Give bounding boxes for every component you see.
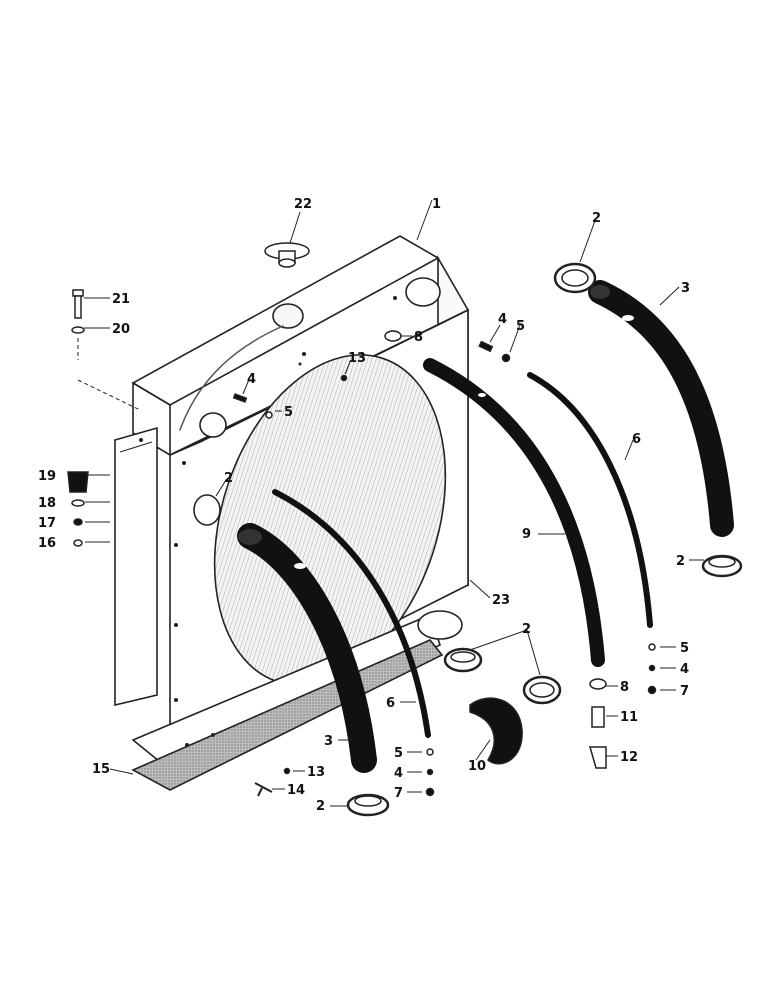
overflow-tube (179, 325, 284, 431)
stud-4-right (648, 664, 656, 672)
callout-18: 18 (38, 496, 56, 511)
callout-7-right: 7 (680, 684, 689, 699)
callout-5-rear: 5 (284, 405, 293, 420)
side-inlet (193, 494, 221, 526)
callout-4-top: 4 (498, 312, 507, 327)
clip-7-bottom (425, 787, 435, 797)
callout-7-bottom: 7 (394, 786, 403, 801)
callout-20: 20 (112, 322, 130, 337)
hose-6-left (272, 489, 431, 738)
radiator-mounting-pad (131, 639, 444, 791)
hose-clamp-2-bottom (346, 793, 390, 817)
elbow-hose-10 (469, 697, 523, 765)
hose-clamp-2-lower (522, 675, 562, 705)
washer-16 (73, 539, 83, 547)
callout-3-lower: 3 (324, 734, 333, 749)
leader-lines (77, 199, 704, 807)
hose-clamp-2-top (553, 262, 597, 294)
callout-16: 16 (38, 536, 56, 551)
callout-2-right: 2 (676, 554, 685, 569)
callout-3-top: 3 (681, 281, 690, 296)
elbow-12 (589, 746, 607, 769)
callout-labels: 22 1 2 3 21 20 4 5 8 13 4 5 6 19 2 18 17… (38, 197, 690, 814)
rear-inlet (199, 412, 227, 438)
stud-4-rear (232, 393, 248, 403)
callout-9: 9 (522, 527, 531, 542)
callout-17: 17 (38, 516, 56, 531)
callout-2-center: 2 (522, 622, 531, 637)
callout-13-top: 13 (348, 351, 366, 366)
radiator-cap-22 (264, 242, 310, 268)
callout-2-top: 2 (592, 211, 601, 226)
callout-23: 23 (492, 593, 510, 608)
callout-8-right: 8 (620, 680, 629, 695)
nut-5-right (648, 643, 656, 651)
callout-12: 12 (620, 750, 638, 765)
lockwasher-17 (73, 518, 83, 526)
hose-clamp-2-right (701, 554, 743, 578)
callout-5-right: 5 (680, 641, 689, 656)
callout-10: 10 (468, 759, 486, 774)
bolt-21 (72, 289, 84, 319)
callout-4-bottom: 4 (394, 766, 403, 781)
callout-5-bottom: 5 (394, 746, 403, 761)
stud-4-bottom (426, 768, 434, 776)
nut-5-rear (265, 411, 273, 419)
upper-outlet (405, 277, 441, 307)
washer-20 (71, 326, 85, 334)
clip-7-right (647, 685, 657, 695)
callout-4-right: 4 (680, 662, 689, 677)
fitting-11 (591, 706, 605, 728)
callout-5-top: 5 (516, 319, 525, 334)
stud-4-top (478, 340, 494, 353)
fitting-8-top (384, 330, 402, 342)
washer-18 (71, 499, 85, 507)
side-bracket-strip (114, 426, 158, 707)
callout-14: 14 (287, 783, 305, 798)
callout-2-bottom: 2 (316, 799, 325, 814)
callout-19: 19 (38, 469, 56, 484)
radiator-assembly (114, 235, 469, 791)
callout-1: 1 (432, 197, 441, 212)
hose-3-upper (588, 280, 734, 537)
callout-21: 21 (112, 292, 130, 307)
hose-3-lower (237, 523, 377, 773)
small-parts (67, 242, 743, 817)
plug-13-top (340, 374, 348, 382)
callout-15: 15 (92, 762, 110, 777)
filler-neck (272, 303, 304, 329)
nut-5-bottom (426, 748, 434, 756)
callout-13-bottom: 13 (307, 765, 325, 780)
nut-5-top (501, 353, 511, 363)
nut-19 (67, 471, 89, 493)
drain-cock-14 (254, 782, 273, 797)
callout-11: 11 (620, 710, 638, 725)
hose-9 (423, 358, 605, 667)
callout-4-rear: 4 (247, 372, 256, 387)
hose-clamp-2-center (443, 647, 483, 673)
fitting-8-right (589, 678, 607, 690)
plug-13-bottom (283, 767, 291, 775)
callout-8-top: 8 (414, 330, 423, 345)
callout-2-side: 2 (224, 471, 233, 486)
hoses (179, 280, 734, 773)
callout-22: 22 (294, 197, 312, 212)
lower-outlet (417, 610, 463, 640)
hose-6-right (527, 372, 653, 628)
callout-6-right: 6 (632, 432, 641, 447)
callout-6-left: 6 (386, 696, 395, 711)
